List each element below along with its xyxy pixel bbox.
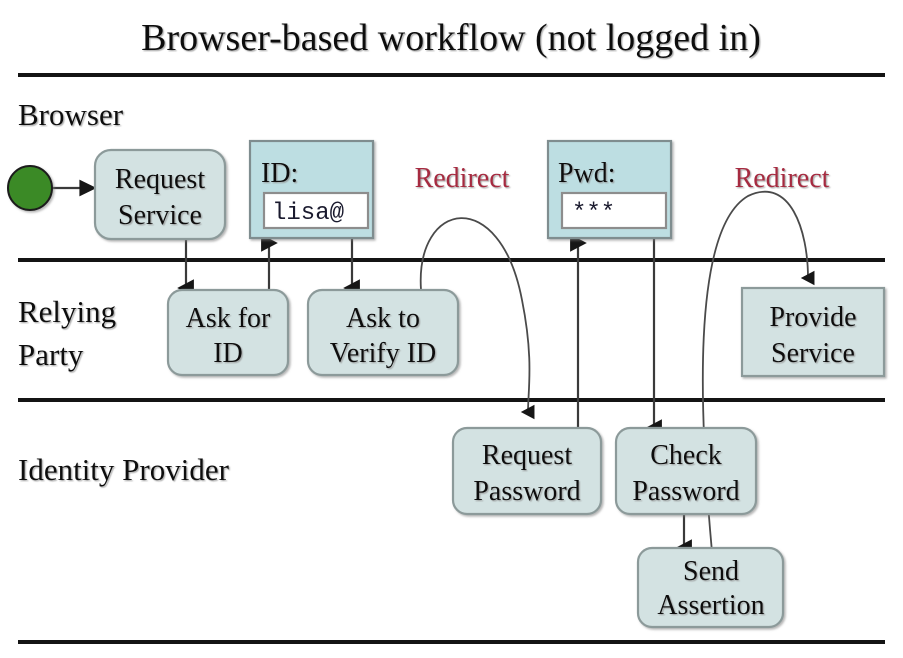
node-provide-service[interactable]: Provide Service: [740, 286, 886, 378]
node-provide-service-label-line1: Provide: [769, 302, 856, 333]
lane-label-identity-provider: Identity Provider: [18, 452, 230, 487]
node-ask-for-id-label-line2: ID: [213, 338, 243, 369]
dialog-pwd[interactable]: Pwd: ***: [546, 139, 673, 240]
id-input-value: lisa@: [272, 200, 344, 227]
dialog-id[interactable]: ID: lisa@: [248, 139, 375, 240]
node-request-password-label-line1: Request: [482, 440, 572, 471]
node-ask-for-id[interactable]: Ask for ID: [166, 288, 290, 377]
node-send-assertion-label-line2: Assertion: [657, 590, 764, 621]
node-provide-service-box[interactable]: [740, 286, 886, 378]
id-input-field[interactable]: [262, 191, 370, 230]
node-request-service-label-line2: Service: [118, 200, 202, 231]
node-request-service[interactable]: Request Service: [93, 148, 227, 241]
node-send-assertion-box[interactable]: [636, 546, 785, 629]
node-request-password-label-line2: Password: [473, 476, 580, 507]
node-ask-to-verify-id-label-line2: Verify ID: [330, 338, 437, 369]
node-request-service-label-line1: Request: [115, 164, 205, 195]
node-provide-service-label-line2: Service: [771, 338, 855, 369]
dialog-pwd-label: Pwd:: [558, 158, 616, 189]
lane-label-relying-party-line1: Relying: [18, 294, 116, 329]
lane-label-browser: Browser: [18, 97, 124, 132]
node-send-assertion-label-line1: Send: [683, 556, 739, 587]
edge-redirect-verify-to-request-password: [419, 217, 535, 420]
node-request-password[interactable]: Request Password: [451, 426, 603, 516]
node-request-password-box[interactable]: [451, 426, 603, 516]
edge-label-redirect-2: Redirect: [735, 163, 830, 194]
pwd-input-field[interactable]: [560, 191, 668, 230]
pwd-input-value: ***: [572, 200, 615, 227]
node-ask-to-verify-id-label-line1: Ask to: [346, 303, 420, 334]
node-ask-for-id-box[interactable]: [166, 288, 290, 377]
edge-label-redirect-1: Redirect: [415, 163, 510, 194]
dialog-id-label: ID:: [261, 158, 298, 189]
node-check-password-label-line2: Password: [632, 476, 739, 507]
node-ask-to-verify-id-box[interactable]: [306, 288, 460, 377]
node-ask-for-id-label-line1: Ask for: [186, 303, 271, 334]
node-ask-to-verify-id[interactable]: Ask to Verify ID: [306, 288, 460, 377]
node-request-service-box[interactable]: [93, 148, 227, 241]
node-send-assertion[interactable]: Send Assertion: [636, 546, 785, 629]
node-check-password[interactable]: Check Password: [614, 426, 758, 516]
page-title: Browser-based workflow (not logged in): [141, 17, 761, 59]
start-node[interactable]: [7, 165, 53, 211]
node-check-password-label-line1: Check: [650, 440, 722, 471]
node-check-password-box[interactable]: [614, 426, 758, 516]
lane-label-relying-party-line2: Party: [18, 337, 84, 372]
